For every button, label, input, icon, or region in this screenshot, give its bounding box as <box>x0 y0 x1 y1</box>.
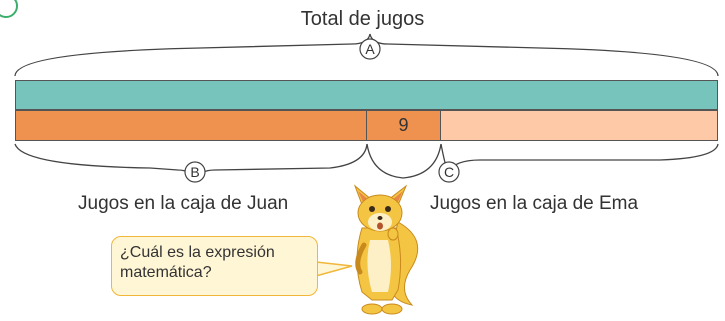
marker-b-circle <box>184 161 206 183</box>
juan-brace-right <box>194 143 368 183</box>
marker-b-label: B <box>190 164 200 180</box>
diagram-title: Total de jugos <box>300 8 425 30</box>
marker-a-circle <box>359 38 381 60</box>
juan-brace-left <box>14 143 196 183</box>
ema-bar <box>441 110 718 141</box>
nine-arc <box>366 143 442 179</box>
section-badge-icon <box>0 0 18 18</box>
total-brace <box>14 33 719 77</box>
bubble-line-2: matemática? <box>120 264 212 281</box>
marker-c-label: C <box>443 164 455 180</box>
bubble-tail <box>315 261 353 277</box>
juan-bar <box>15 110 367 141</box>
marker-a-label: A <box>365 41 375 57</box>
bubble-line-1: ¿Cuál es la expresión <box>120 244 275 261</box>
ema-label: Jugos en la caja de Ema <box>430 193 639 214</box>
ema-brace-right <box>447 143 719 173</box>
marker-c-circle <box>438 161 460 183</box>
nine-segment: 9 <box>367 110 441 141</box>
fox-icon <box>353 184 419 315</box>
juan-label: Jugos en la caja de Juan <box>78 193 289 214</box>
total-bar <box>15 80 718 110</box>
speech-bubble: ¿Cuál es la expresión matemática? <box>111 236 318 296</box>
